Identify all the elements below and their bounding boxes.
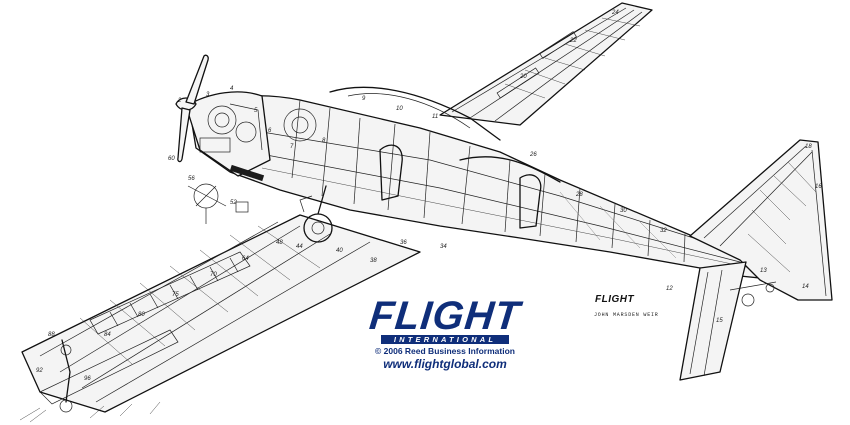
svg-text:28: 28: [575, 192, 583, 198]
fuselage: [189, 86, 781, 281]
svg-text:16: 16: [815, 184, 822, 190]
logo-brand: FLIGHT: [367, 294, 523, 338]
ground-strokes: [19, 401, 161, 423]
svg-text:70: 70: [210, 272, 217, 278]
svg-text:3: 3: [206, 92, 210, 98]
svg-text:10: 10: [396, 106, 403, 112]
tail-assembly: [679, 139, 833, 381]
svg-text:88: 88: [48, 332, 55, 338]
svg-text:20: 20: [519, 74, 527, 80]
copyright-notice: © 2006 Reed Business Information: [375, 346, 515, 356]
svg-text:22: 22: [569, 38, 577, 44]
drawing-flight-mark: FLIGHT: [595, 294, 635, 305]
svg-text:24: 24: [611, 10, 619, 16]
svg-text:84: 84: [104, 332, 111, 338]
svg-text:11: 11: [432, 114, 438, 120]
svg-text:56: 56: [188, 176, 195, 182]
website-url: www.flightglobal.com: [383, 357, 507, 371]
svg-text:7: 7: [290, 144, 294, 150]
svg-text:96: 96: [84, 376, 91, 382]
svg-text:12: 12: [666, 286, 673, 292]
artist-signature: JOHN MARSDEN WEIR: [594, 312, 659, 318]
svg-text:48: 48: [276, 240, 283, 246]
svg-text:36: 36: [400, 240, 407, 246]
svg-text:8: 8: [322, 138, 326, 144]
right-wing: [439, 2, 653, 126]
main-landing-gear: [299, 185, 333, 243]
svg-text:9: 9: [362, 96, 366, 102]
svg-text:75: 75: [172, 292, 179, 298]
propeller: [177, 54, 209, 163]
svg-text:44: 44: [296, 244, 303, 250]
svg-text:80: 80: [138, 312, 145, 318]
svg-text:92: 92: [36, 368, 43, 374]
svg-text:6: 6: [268, 128, 272, 134]
svg-text:64: 64: [242, 256, 249, 262]
svg-text:26: 26: [529, 152, 537, 158]
flight-international-logo: FLIGHT INTERNATIONAL © 2006 Reed Busines…: [365, 294, 525, 371]
detail-inset: [187, 183, 249, 224]
svg-text:13: 13: [760, 268, 767, 274]
left-wing: [21, 214, 421, 413]
svg-text:40: 40: [336, 248, 343, 254]
svg-text:30: 30: [620, 208, 627, 214]
svg-text:18: 18: [805, 144, 812, 150]
svg-text:32: 32: [660, 228, 667, 234]
svg-text:4: 4: [230, 86, 234, 92]
svg-text:60: 60: [168, 156, 175, 162]
svg-text:34: 34: [440, 244, 447, 250]
logo-subtitle-bar: INTERNATIONAL: [381, 335, 509, 344]
callout-numbers: 18 16 13 14 15 12 2 3 4 5 6 7 8 9 10 11 …: [36, 10, 822, 382]
svg-text:52: 52: [230, 200, 237, 206]
svg-text:38: 38: [370, 258, 377, 264]
svg-text:5: 5: [254, 108, 258, 114]
svg-text:15: 15: [716, 318, 723, 324]
engine-section: [175, 91, 317, 182]
svg-text:2: 2: [177, 98, 182, 104]
svg-text:14: 14: [802, 284, 809, 290]
